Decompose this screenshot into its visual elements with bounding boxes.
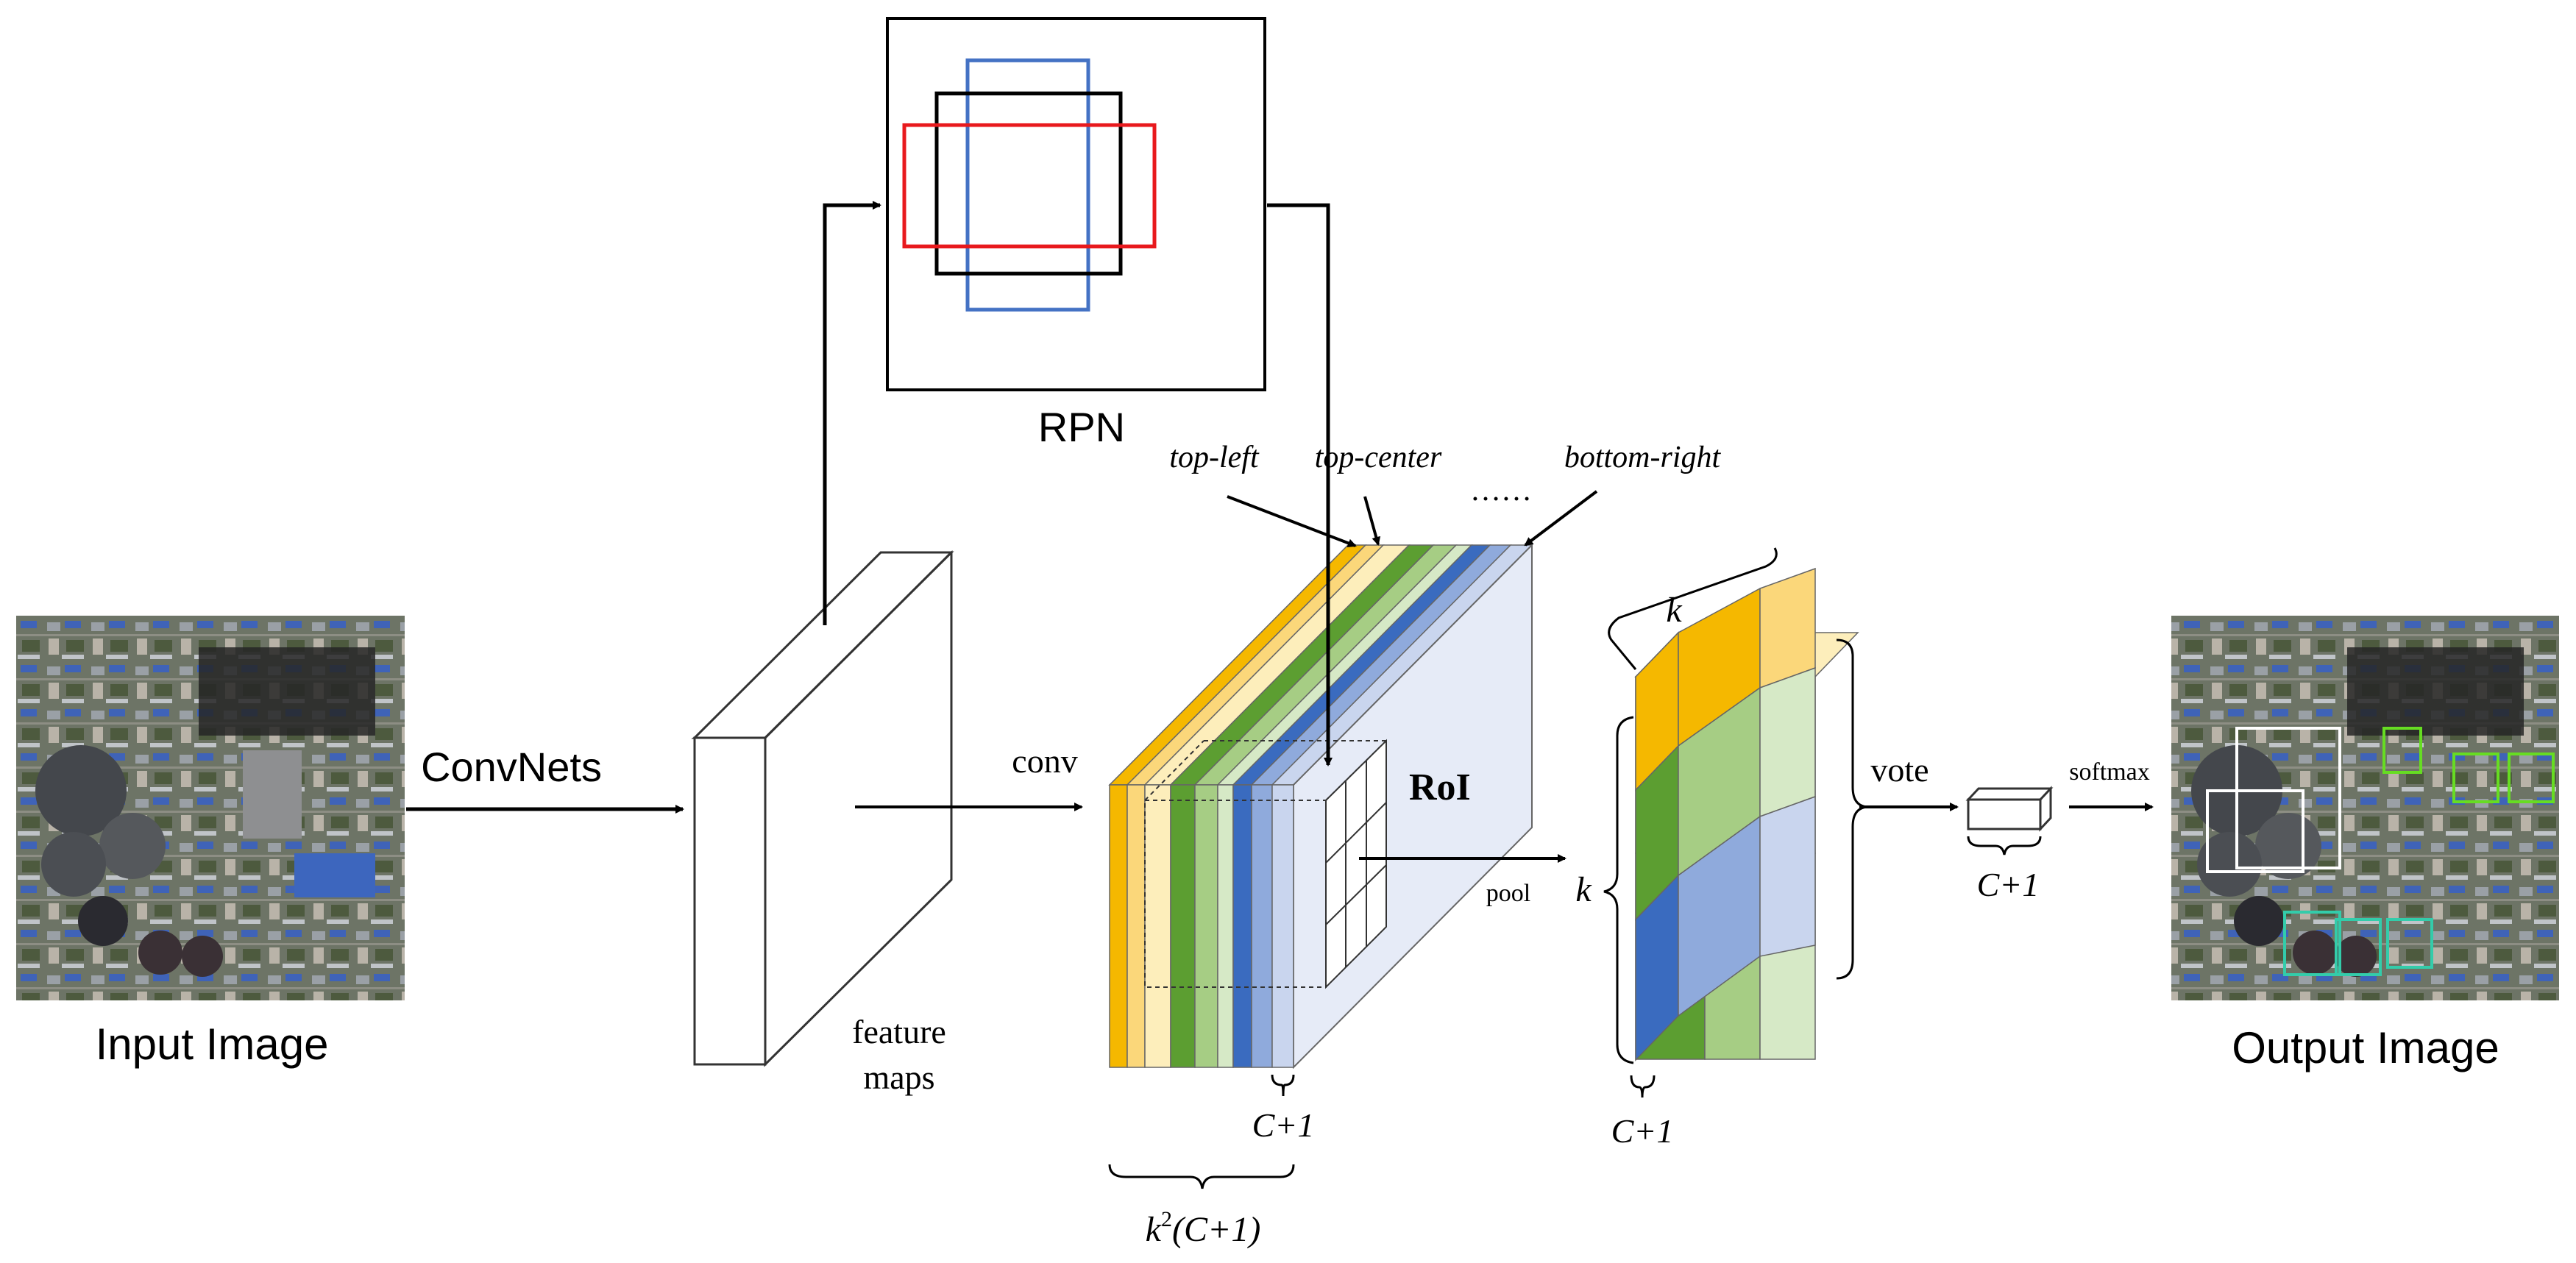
k-side-brace (1603, 716, 1634, 1064)
feature-maps-label-line1: feature (852, 1013, 946, 1050)
top-left-arrow (1227, 495, 1357, 548)
input-image-label: Input Image (96, 1020, 329, 1069)
rpn-anchor-red (902, 123, 1157, 249)
roi-pool-grid (1325, 739, 1387, 989)
c-plus-1-grid-brace (1630, 1075, 1656, 1098)
output-image-label: Output Image (2232, 1023, 2499, 1072)
top-center-label: top-center (1315, 441, 1442, 474)
softmax-label: softmax (2069, 758, 2150, 786)
c-plus-1-grid-label: C+1 (1611, 1112, 1674, 1150)
rpn-label: RPN (1038, 404, 1125, 450)
feature-to-rpn-arrow (823, 201, 881, 625)
rpn-to-roi-arrow (1267, 203, 1333, 766)
detection-boxes (2206, 727, 2555, 976)
output-image (2171, 616, 2559, 1000)
pooled-grid-cells (1635, 567, 1816, 1061)
vote-label: vote (1870, 751, 1929, 789)
convnets-label: ConvNets (421, 744, 602, 790)
k-side-label: k (1575, 870, 1592, 909)
k-top-brace (1608, 547, 1778, 670)
rpn-anchor-black (934, 91, 1123, 276)
c-plus-1-vector-label: C+1 (1977, 866, 2040, 903)
roi-label: RoI (1409, 766, 1471, 808)
rpn-anchor-blue (965, 58, 1090, 312)
k2-c-plus-1-brace (1108, 1164, 1295, 1189)
top-center-arrow (1363, 496, 1381, 546)
c-plus-1-stack-label: C+1 (1252, 1106, 1315, 1144)
rpn-box (886, 17, 1266, 391)
feature-maps-label-line2: maps (863, 1059, 934, 1096)
c-plus-1-vector-brace (1967, 836, 2042, 855)
position-sensitive-score-maps (1108, 543, 1533, 1070)
class-score-vector (1965, 786, 2054, 832)
input-image (16, 616, 405, 1000)
k2-c-plus-1-label: k2(C+1) (1146, 1207, 1261, 1249)
feature-maps-box (691, 550, 954, 1067)
top-left-label: top-left (1169, 441, 1260, 474)
bottom-right-label: bottom-right (1564, 441, 1722, 474)
pool-label: pool (1486, 880, 1530, 907)
ellipsis-label: …… (1470, 474, 1532, 508)
bottom-right-arrow (1524, 490, 1598, 547)
c-plus-1-stack-brace (1271, 1074, 1295, 1097)
vote-bracket (1836, 638, 1870, 980)
conv-label: conv (1012, 742, 1077, 780)
